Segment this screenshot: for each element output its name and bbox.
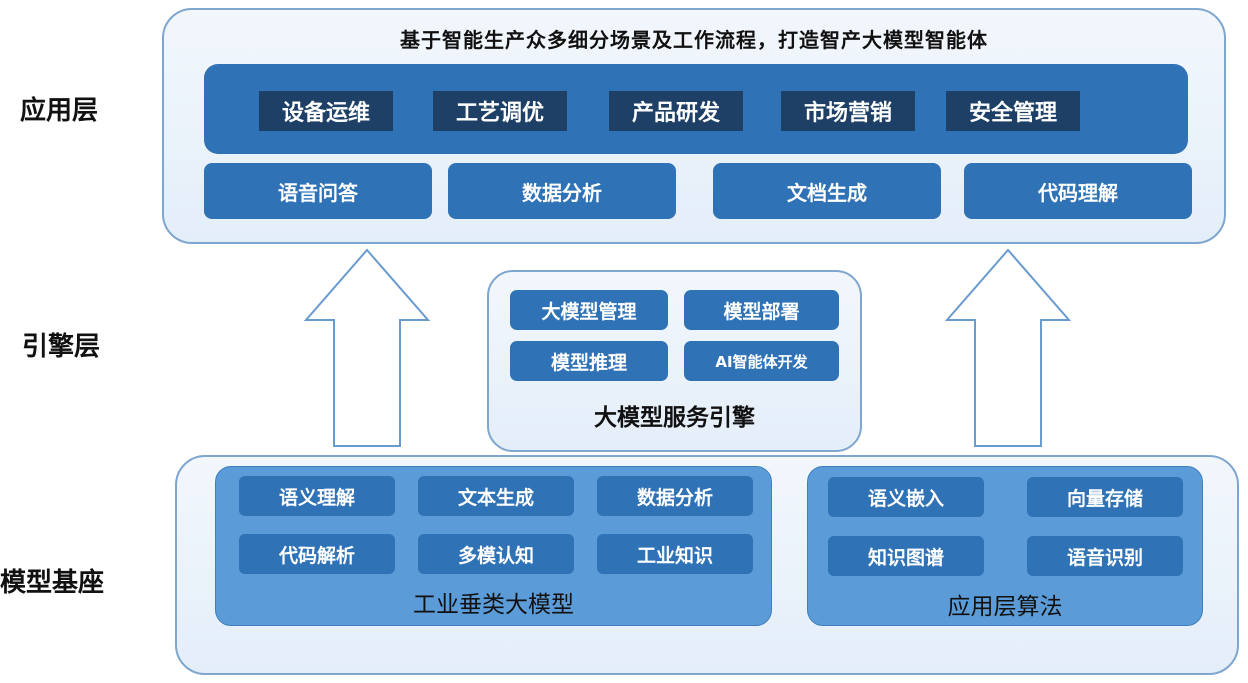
- industrial-model-title: 工业垂类大模型: [413, 592, 574, 618]
- industrial-item-industrial-knowledge: 工业知识: [597, 534, 753, 574]
- application-layer-panel: 基于智能生产众多细分场景及工作流程，打造智产大模型智能体 设备运维 工艺调优 产…: [162, 8, 1226, 244]
- engine-module-agent-development: AI智能体开发: [684, 341, 839, 381]
- algorithm-speech-recognition: 语音识别: [1027, 536, 1183, 576]
- scenario-equipment-maintenance: 设备运维: [259, 91, 393, 131]
- application-headline: 基于智能生产众多细分场景及工作流程，打造智产大模型智能体: [400, 28, 988, 52]
- app-algorithms-panel: 语义嵌入 向量存储 知识图谱 语音识别 应用层算法: [807, 466, 1203, 626]
- app-algorithms-title: 应用层算法: [947, 594, 1063, 620]
- engine-module-model-inference: 模型推理: [510, 341, 668, 381]
- industrial-item-data-analysis: 数据分析: [597, 476, 753, 516]
- scenario-band: 设备运维 工艺调优 产品研发 市场营销 安全管理: [204, 64, 1188, 154]
- algorithm-semantic-embedding: 语义嵌入: [828, 477, 984, 517]
- engine-title: 大模型服务引擎: [594, 405, 755, 431]
- capability-code-understanding: 代码理解: [964, 163, 1192, 219]
- right-up-arrow: [944, 248, 1072, 447]
- left-up-arrow: [303, 248, 431, 447]
- industrial-model-panel: 语义理解 文本生成 数据分析 代码解析 多模认知 工业知识 工业垂类大模型: [215, 466, 772, 626]
- capability-data-analysis: 数据分析: [448, 163, 676, 219]
- industrial-item-semantic-understanding: 语义理解: [239, 476, 395, 516]
- layer-label-foundation: 模型基座: [0, 568, 105, 598]
- engine-layer-panel: 大模型管理 模型部署 模型推理 AI智能体开发 大模型服务引擎: [487, 270, 862, 452]
- algorithm-vector-storage: 向量存储: [1027, 477, 1183, 517]
- industrial-item-text-generation: 文本生成: [418, 476, 574, 516]
- layer-label-application: 应用层: [20, 96, 99, 126]
- capability-document-generation: 文档生成: [713, 163, 941, 219]
- foundation-layer-panel: 语义理解 文本生成 数据分析 代码解析 多模认知 工业知识 工业垂类大模型 语义…: [175, 455, 1239, 675]
- industrial-item-code-parsing: 代码解析: [239, 534, 395, 574]
- algorithm-knowledge-graph: 知识图谱: [828, 536, 984, 576]
- scenario-product-rd: 产品研发: [609, 91, 743, 131]
- industrial-item-multimodal-cognition: 多模认知: [418, 534, 574, 574]
- capability-voice-qa: 语音问答: [204, 163, 432, 219]
- scenario-safety-management: 安全管理: [946, 91, 1080, 131]
- scenario-process-tuning: 工艺调优: [433, 91, 567, 131]
- engine-module-model-deployment: 模型部署: [684, 290, 839, 330]
- scenario-marketing: 市场营销: [781, 91, 915, 131]
- engine-module-model-management: 大模型管理: [510, 290, 668, 330]
- layer-label-engine: 引擎层: [22, 332, 101, 362]
